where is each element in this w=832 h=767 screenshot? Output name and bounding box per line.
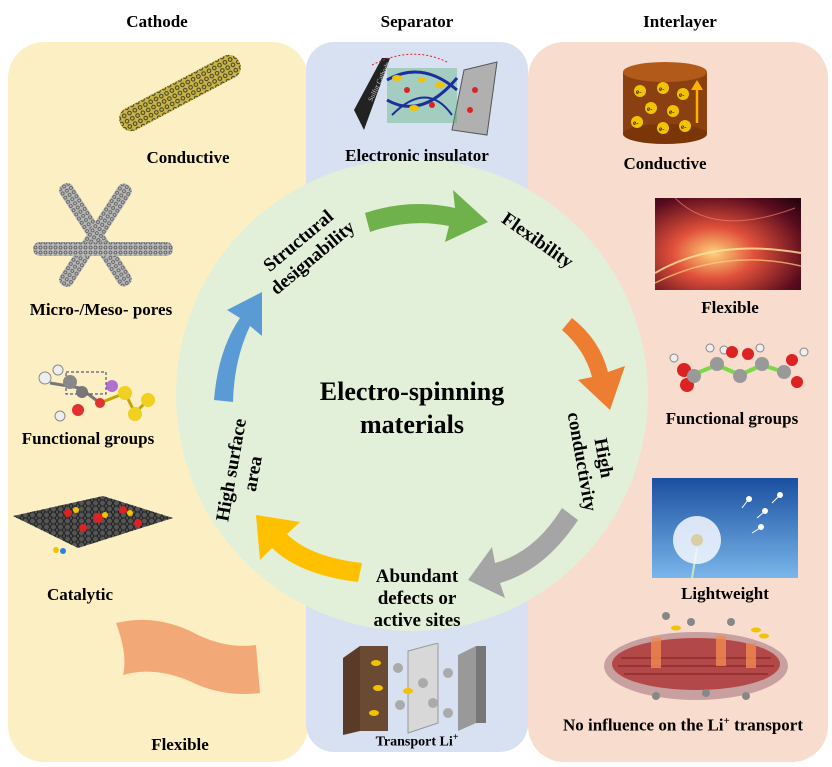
arrow-green <box>365 190 488 242</box>
center-title-line2: materials <box>360 410 464 439</box>
interlayer-functional-label: Functional groups <box>665 409 799 428</box>
separator-insulator-label: Electronic insulator <box>345 146 489 165</box>
svg-text:e-: e- <box>669 108 675 116</box>
cathode-conductive-label: Conductive <box>146 148 230 167</box>
svg-text:e-: e- <box>679 91 685 99</box>
battery-layers-icon <box>604 612 788 700</box>
svg-text:e-: e- <box>681 123 687 131</box>
cathode-flexible-label: Flexible <box>151 735 209 754</box>
cathode-catalytic-label: Catalytic <box>46 585 114 604</box>
arrow-orange <box>562 318 625 410</box>
interlayer-flexible-label: Flexible <box>701 298 759 317</box>
separator-3d-icon: Sulfur Cathode <box>354 53 498 136</box>
center-title: Electro-spinning materials <box>312 375 512 441</box>
interlayer-header: Interlayer <box>643 12 717 31</box>
interlayer-conductive-label: Conductive <box>623 154 707 173</box>
svg-text:e-: e- <box>647 105 653 113</box>
dandelion-icon <box>652 478 798 578</box>
arrow-yellow <box>256 515 362 582</box>
crossed-tubes-icon <box>33 183 173 287</box>
lithium-transport-icon <box>343 643 486 735</box>
cylinder-electrons-icon: e- e- e- e- e- e- e- e- <box>623 62 707 144</box>
interlayer-lightweight-label: Lightweight <box>681 584 769 603</box>
svg-text:e-: e- <box>636 88 642 96</box>
graphene-sheet-icon <box>13 496 173 554</box>
cathode-pores-label: Micro-/Meso- pores <box>29 300 173 319</box>
interlayer-no-influence-label: No influence on the Li+ transport <box>562 715 804 735</box>
molecule-icon <box>669 343 809 392</box>
molecule-icon <box>38 364 155 422</box>
center-title-line1: Electro-spinning <box>319 377 505 406</box>
flexible-sheet-icon <box>116 619 260 694</box>
cathode-functional-label: Functional groups <box>21 429 155 448</box>
abstract-light-icon <box>655 198 801 290</box>
separator-header: Separator <box>380 12 454 31</box>
central-circle <box>176 159 648 631</box>
svg-text:e-: e- <box>659 125 665 133</box>
separator-transport-label: Transport Li+ <box>375 732 459 750</box>
arrow-gray <box>468 508 578 598</box>
cathode-header: Cathode <box>126 12 188 31</box>
label-abundant-defects: Abundant defects or active sites <box>373 566 461 631</box>
arrow-blue <box>214 292 262 402</box>
svg-text:e-: e- <box>659 85 665 93</box>
svg-text:e-: e- <box>633 119 639 127</box>
nanotube-icon <box>119 54 241 132</box>
